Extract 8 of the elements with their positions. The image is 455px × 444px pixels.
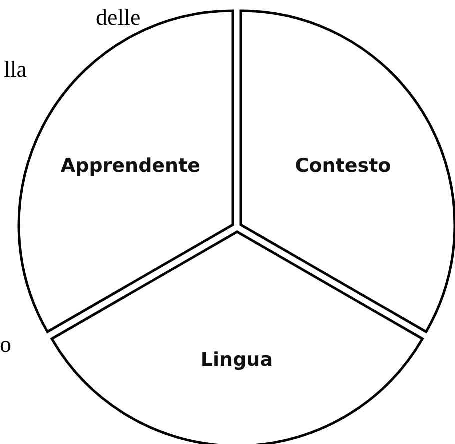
sector-label: Contesto [295, 154, 392, 177]
pie-sector [239, 8, 455, 334]
sector-label: Apprendente [60, 154, 201, 177]
sector-label: Lingua [200, 349, 274, 372]
pie-sector [50, 230, 424, 444]
cropped-text: delle [96, 6, 141, 29]
cropped-text: o [0, 333, 12, 356]
cropped-text: lla [4, 58, 27, 81]
